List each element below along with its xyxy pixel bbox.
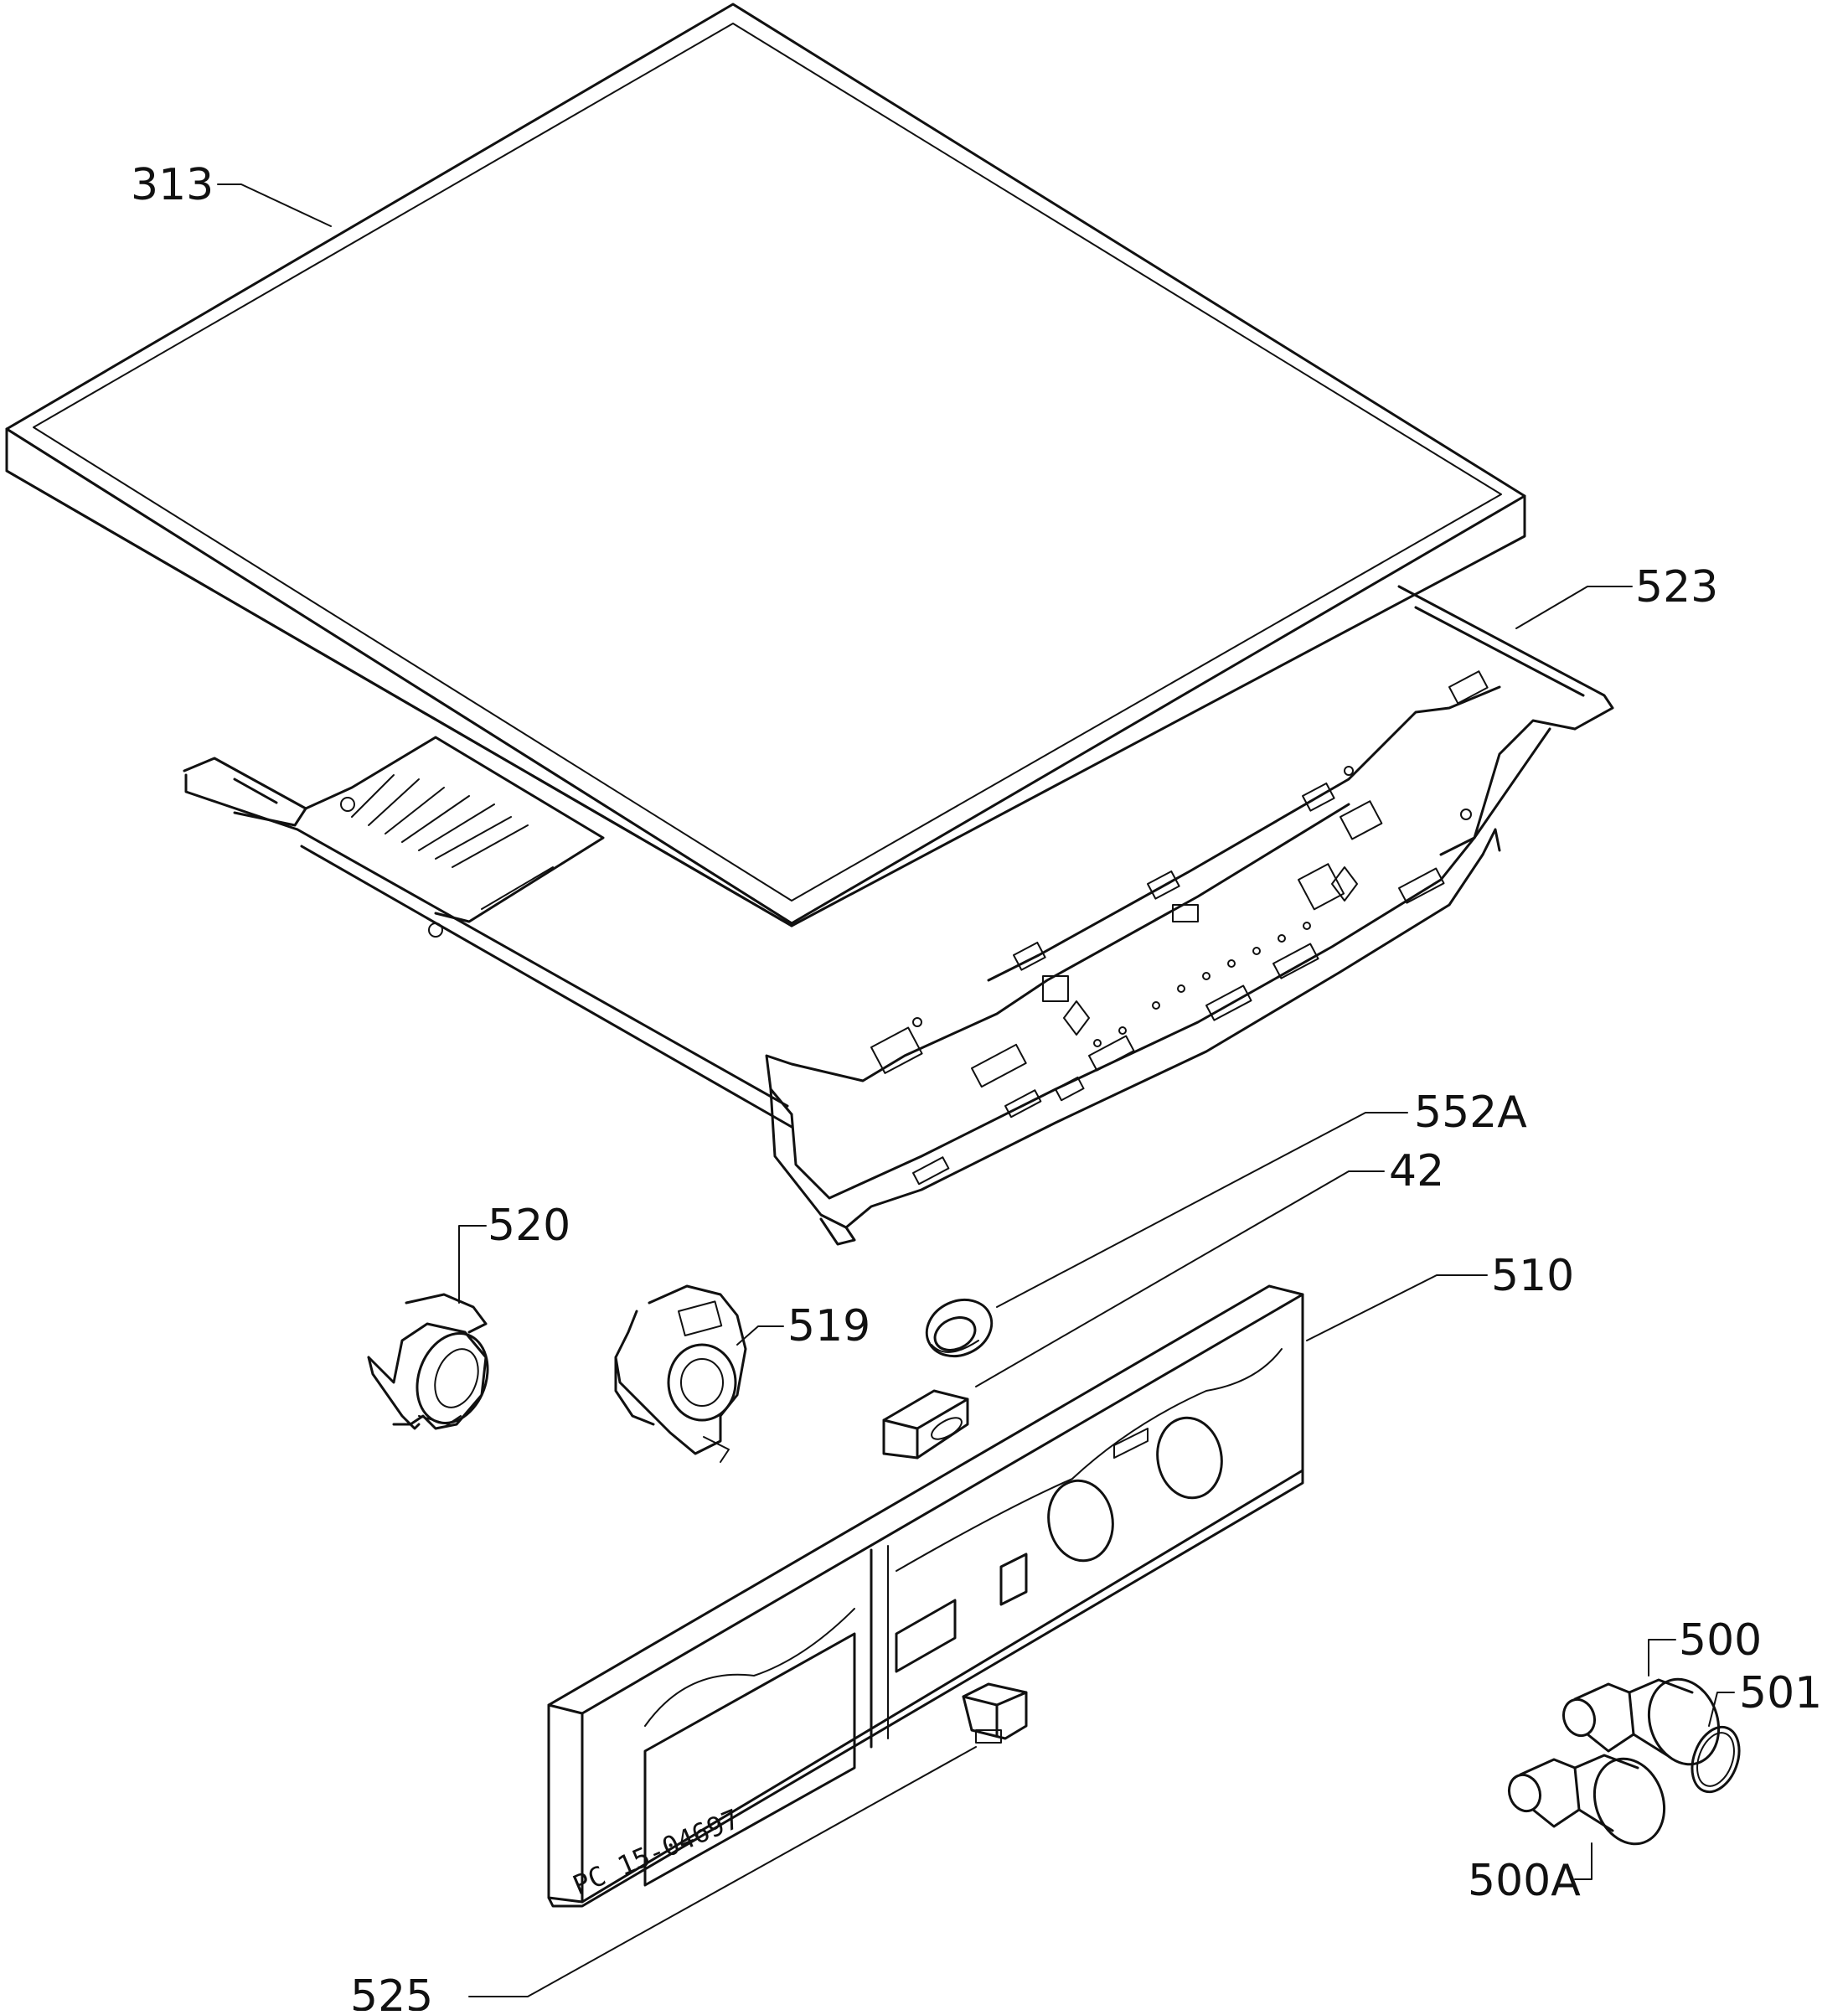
label-313: 313	[131, 160, 214, 210]
leader-lines	[217, 183, 1735, 1997]
part-519-housing	[614, 1284, 747, 1463]
label-501: 501	[1739, 1668, 1822, 1718]
label-523: 523	[1635, 562, 1718, 612]
part-501-ring	[1691, 1725, 1741, 1794]
label-525: 525	[350, 1971, 433, 2011]
part-510-panel	[547, 1284, 1304, 1908]
label-42: 42	[1389, 1146, 1444, 1196]
part-500-knob	[1562, 1677, 1721, 1766]
part-500A-knob	[1507, 1754, 1666, 1846]
label-519: 519	[787, 1301, 870, 1351]
part-labels: 313 523 552A 42 520 519 510 500 501 500A…	[131, 160, 1822, 2015]
part-525-switch	[962, 1682, 1028, 1744]
label-510: 510	[1491, 1251, 1574, 1301]
label-552A: 552A	[1414, 1088, 1527, 1138]
part-552A-ring	[925, 1298, 994, 1358]
part-523-frame	[183, 585, 1614, 1246]
label-500A: 500A	[1468, 1856, 1581, 1906]
label-520: 520	[488, 1201, 570, 1251]
part-42-button	[882, 1389, 969, 1460]
label-500: 500	[1679, 1615, 1762, 1666]
part-313-top-cover	[5, 3, 1526, 927]
part-520-bracket	[367, 1293, 489, 1430]
